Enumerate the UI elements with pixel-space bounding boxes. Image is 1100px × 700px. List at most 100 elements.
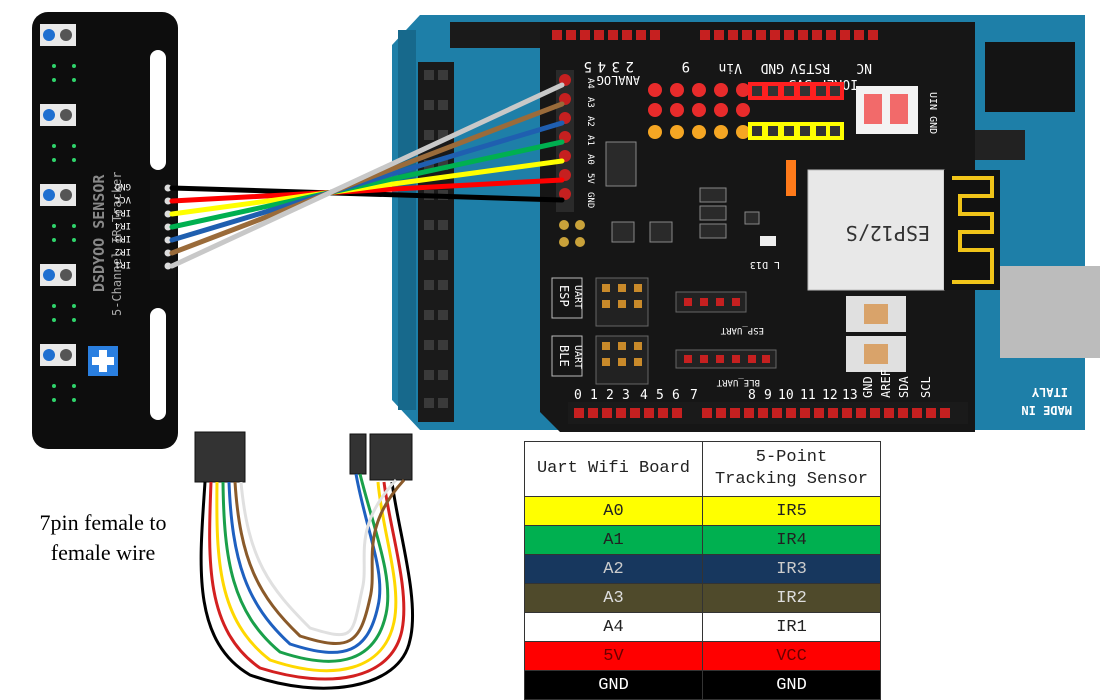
- bottom-digital-labels: 0 1 2 3 4 5 6 7 8 9 10 11 12 13: [574, 388, 858, 403]
- analog-pin-label: A0: [585, 154, 595, 165]
- bottom-right-label: AREF: [879, 369, 893, 398]
- left-header: [418, 62, 454, 422]
- power-jack: [985, 42, 1075, 112]
- top-digital-label: 4: [598, 58, 606, 74]
- sensor-pin-cell: GND: [702, 670, 881, 700]
- pin-label: IR4: [115, 220, 131, 230]
- smd-components: [605, 141, 760, 243]
- digital-label: 2: [606, 388, 614, 403]
- made-in-label: MADE IN: [1021, 403, 1072, 417]
- sensor-subtitle: 5-Channel IR Tracker: [110, 172, 124, 317]
- analog-pin-label: A4: [585, 78, 595, 89]
- power-label: GND: [760, 60, 784, 75]
- sensor-pin-cell: IR4: [702, 525, 881, 555]
- esp12s-module: ESP12/S: [807, 169, 1000, 291]
- wire-ir2: [169, 101, 565, 256]
- ble-label: BLE: [557, 345, 571, 367]
- sensor-io-headers: UIN GND: [648, 82, 938, 196]
- board-pin-cell: A4: [524, 612, 703, 642]
- pin-label: VCC: [115, 194, 131, 204]
- uart-headers: ESP BLE UART UART ESP_UART BLE_UART: [551, 277, 777, 387]
- ir-emitter-group: [40, 24, 76, 366]
- power-label: Vin: [719, 60, 742, 75]
- connection-wires: [169, 82, 565, 269]
- wire-ir4: [169, 139, 565, 230]
- board-pin-cell: A3: [524, 583, 703, 613]
- analog-pin-label: A1: [585, 135, 595, 146]
- sensor-header-pins: [164, 184, 172, 270]
- module-label: ESP12/S: [846, 221, 930, 245]
- digital-label: 7: [690, 388, 698, 403]
- pin-label: IR5: [115, 207, 131, 217]
- digital-label: 4: [640, 388, 648, 403]
- wire-ir1: [169, 82, 565, 269]
- wire-note-line1: 7pin female to: [39, 510, 167, 535]
- sensor-pin-cell: IR2: [702, 583, 881, 613]
- pin-mapping-table: Uart Wifi Board 5-Point Tracking Sensor …: [524, 441, 881, 700]
- led-label: L D13: [750, 259, 780, 270]
- power-label: NC: [856, 60, 872, 75]
- uart-label-esp: UART: [572, 285, 583, 309]
- digital-label: 5: [656, 388, 664, 403]
- wire-ir3: [169, 120, 565, 243]
- led-dots: [52, 64, 76, 402]
- uart-wifi-board: MADE IN ITALY 9 2 3 4 5 Vin GND 5V 3V3: [392, 15, 1100, 432]
- wire-gnd: [169, 185, 565, 203]
- digital-label: 10: [778, 388, 794, 403]
- top-digital-labels: 9 2 3 4 5: [584, 58, 690, 74]
- analog-title: ANALOG: [597, 73, 640, 87]
- antenna-icon: [952, 176, 994, 284]
- top-digital-label: 3: [612, 58, 620, 74]
- italy-label: ITALY: [1031, 385, 1068, 399]
- uart-label-ble: UART: [572, 345, 583, 369]
- digital-label: 9: [764, 388, 772, 403]
- table-header-row: Uart Wifi Board 5-Point Tracking Sensor: [524, 441, 881, 497]
- digital-label: 11: [800, 388, 816, 403]
- bottom-right-label: SDA: [897, 376, 911, 398]
- pin-label: IR1: [115, 259, 131, 269]
- sensor-pin-cell: IR1: [702, 612, 881, 642]
- pin-label: IR2: [115, 246, 131, 256]
- ble-uart-label: BLE_UART: [716, 377, 760, 387]
- board-pin-cell: GND: [524, 670, 703, 700]
- bottom-right-label: SCL: [919, 376, 933, 398]
- digital-label: 12: [822, 388, 838, 403]
- pin-label: GND: [115, 181, 131, 191]
- board-pin-cell: A2: [524, 554, 703, 584]
- usb-port: [1000, 266, 1100, 358]
- wire-note: 7pin female to female wire: [8, 508, 198, 568]
- wire-note-line2: female wire: [50, 540, 156, 565]
- digital-label: 0: [574, 388, 582, 403]
- wire-ir5: [169, 158, 565, 217]
- sensor-pin-labels: GND VCC IR5 IR4 IR3 IR2 IR1: [115, 181, 131, 269]
- digital-label: 1: [590, 388, 598, 403]
- power-label: RST: [806, 60, 830, 75]
- digital-label: 3: [622, 388, 630, 403]
- digital-label: 8: [748, 388, 756, 403]
- wire-vcc: [169, 177, 565, 204]
- board-pin-cell: A1: [524, 525, 703, 555]
- sensor-name: DSDYOO SENSOR: [90, 174, 108, 292]
- pin-label: IR3: [115, 233, 131, 243]
- top-digital-label: 9: [682, 58, 690, 74]
- digital-label: 13: [842, 388, 858, 403]
- board-pin-cell: A0: [524, 496, 703, 526]
- sensor-pin-cell: IR3: [702, 554, 881, 584]
- header-board: Uart Wifi Board: [524, 441, 703, 497]
- tactile-buttons: [846, 296, 906, 372]
- digital-label: 6: [672, 388, 680, 403]
- sensor-pin-cell: IR5: [702, 496, 881, 526]
- esp-label: ESP: [557, 285, 571, 307]
- analog-pin-label: A2: [585, 116, 595, 127]
- power-label: 5V: [790, 60, 806, 75]
- header-sensor: 5-Point Tracking Sensor: [702, 441, 881, 497]
- top-digital-label: 5: [584, 58, 592, 74]
- sensor-pin-cell: VCC: [702, 641, 881, 671]
- uin-gnd-label: UIN GND: [927, 92, 938, 134]
- analog-pin-label: GND: [585, 192, 595, 208]
